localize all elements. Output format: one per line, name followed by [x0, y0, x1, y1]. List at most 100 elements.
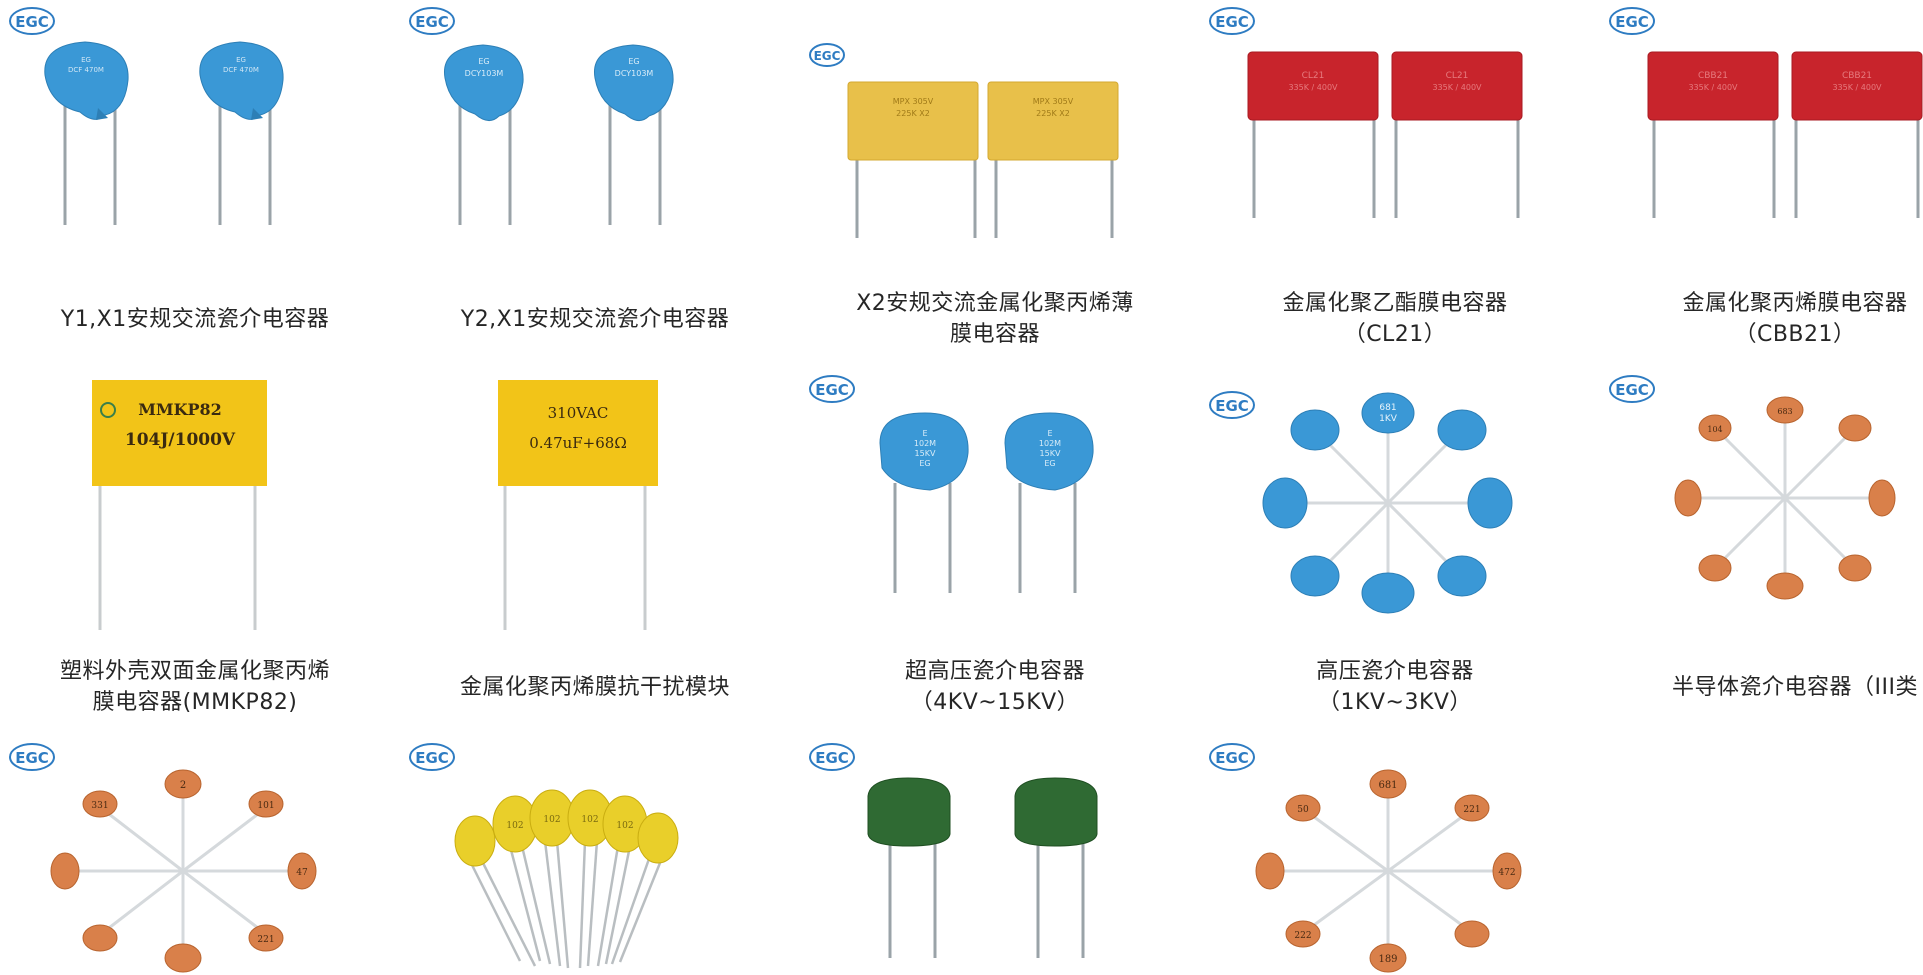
caption-line: （1KV~3KV） [1318, 690, 1472, 715]
marking-text: 104 [1707, 425, 1722, 434]
marking-text: 15KV [915, 449, 936, 458]
marking-text: 331 [91, 801, 108, 811]
logo-text: EGC [815, 749, 849, 767]
marking-text: 102M [1039, 439, 1061, 448]
product-card-radial-orange-2[interactable]: 681 472 221 222 189 50 EGC [1200, 736, 1600, 975]
product-image[interactable]: EG DCF 470M EG DCF 470M EGC [0, 0, 380, 275]
red-box-capacitor-pair-image: CL21 335K / 400V CL21 335K / 400V [1247, 51, 1523, 218]
product-image[interactable]: 102 102 102 102 EGC [400, 736, 780, 975]
radial-orange-capacitor-ring-image: 683 104 [1674, 396, 1896, 600]
caption-line: （CL21） [1343, 322, 1447, 347]
logo-text: EGC [15, 749, 49, 767]
marking-text: 1KV [1379, 414, 1398, 424]
caption-line: Y1,X1安规交流瓷介电容器 [60, 306, 330, 332]
caption-line: X2安规交流金属化聚丙烯薄 [856, 291, 1134, 316]
logo-text: EGC [415, 13, 449, 31]
radial-blue-capacitor-ring-image: 681 1KV [1262, 392, 1513, 614]
marking-text: 102 [581, 815, 598, 825]
product-caption[interactable]: 高压瓷介电容器 （1KV~3KV） [1200, 656, 1590, 718]
product-image[interactable]: E 102M 15KV EG E 102M 15KV EG EGC [800, 368, 1180, 643]
product-image[interactable]: MPX 305V 225K X2 MPX 305V 225K X2 EGC [800, 0, 1180, 275]
marking-text: 102M [914, 439, 936, 448]
product-card-radial-orange-1[interactable]: 2 101 47 221 331 EGC [0, 736, 400, 975]
product-card-cl21[interactable]: CL21 335K / 400V CL21 335K / 400V EGC 金属… [1200, 0, 1600, 368]
product-caption[interactable]: 半导体瓷介电容器（III类 [1600, 672, 1923, 703]
marking-text: CBB21 [1698, 71, 1728, 81]
marking-text: CL21 [1302, 71, 1325, 81]
product-image[interactable]: EG DCY103M EG DCY103M EGC [400, 0, 780, 275]
marking-text: DCY103M [465, 69, 504, 78]
marking-text: EG [1044, 459, 1055, 468]
logo-text: EGC [1215, 397, 1249, 415]
product-card-semiconductor-ceramic[interactable]: 683 104 EGC 半导体瓷介电容器（III类 [1600, 368, 1923, 736]
marking-text: 310VAC [548, 404, 609, 422]
product-card-uhv-ceramic[interactable]: E 102M 15KV EG E 102M 15KV EG EGC 超高压瓷介电… [800, 368, 1200, 736]
marking-text: EG [236, 56, 246, 64]
logo-text: EGC [1215, 749, 1249, 767]
caption-line: （4KV~15KV） [910, 690, 1080, 715]
marking-text: 681 [1379, 403, 1396, 413]
green-film-capacitor-pair-image [867, 777, 1098, 958]
product-image[interactable]: 681 472 221 222 189 50 EGC [1200, 736, 1580, 975]
product-card-mmkp82[interactable]: MMKP82 104J/1000V 塑料外壳双面金属化聚丙烯膜电容器(MMKP8… [0, 368, 400, 736]
egc-logo: EGC [8, 742, 58, 772]
product-card-yellow-dipped[interactable]: 102 102 102 102 EGC [400, 736, 800, 975]
marking-text: 50 [1297, 805, 1309, 815]
egc-logo: EGC [8, 6, 58, 36]
product-image[interactable]: CL21 335K / 400V CL21 335K / 400V EGC [1200, 0, 1580, 275]
marking-text: 221 [257, 935, 274, 945]
product-caption[interactable]: Y1,X1安规交流瓷介电容器 [0, 304, 390, 335]
marking-text: MMKP82 [138, 400, 222, 419]
product-caption[interactable]: 金属化聚乙酯膜电容器（CL21） [1200, 288, 1590, 350]
caption-line: 超高压瓷介电容器 [904, 659, 1085, 684]
caption-line: 膜电容器 [949, 322, 1040, 347]
product-image[interactable]: 310VAC 0.47uF+68Ω [400, 368, 780, 643]
egc-logo: EGC [1208, 6, 1258, 36]
marking-text: 101 [257, 801, 274, 811]
blue-disc-capacitor-pair-image: E 102M 15KV EG E 102M 15KV EG [879, 412, 1094, 593]
product-image[interactable]: 681 1KV EGC [1200, 368, 1580, 643]
product-caption[interactable]: 金属化聚丙烯膜抗干扰模块 [400, 672, 790, 703]
marking-text: CL21 [1446, 71, 1469, 81]
egc-logo: EGC [1208, 742, 1258, 772]
caption-line: 金属化聚丙烯膜抗干扰模块 [459, 674, 730, 700]
marking-text: 683 [1777, 407, 1792, 416]
marking-text: 102 [616, 821, 633, 831]
logo-text: EGC [1215, 13, 1249, 31]
logo-text: EGC [15, 13, 49, 31]
product-caption[interactable]: 塑料外壳双面金属化聚丙烯膜电容器(MMKP82) [0, 656, 390, 718]
egc-logo: EGC [808, 42, 848, 68]
product-card-green-film[interactable]: EGC [800, 736, 1200, 975]
product-card-hv-ceramic[interactable]: 681 1KV EGC 高压瓷介电容器 （1KV~3KV） [1200, 368, 1600, 736]
product-image[interactable]: 683 104 EGC [1600, 368, 1923, 643]
product-image[interactable]: EGC [800, 736, 1180, 975]
marking-text: 225K X2 [896, 109, 930, 118]
product-card-x2-film[interactable]: MPX 305V 225K X2 MPX 305V 225K X2 EGC X2… [800, 0, 1200, 368]
marking-text: 472 [1498, 868, 1515, 878]
product-card-y1-x1[interactable]: EG DCF 470M EG DCF 470M EGC Y1,X1安规交流瓷介电… [0, 0, 400, 368]
product-card-y2-x1[interactable]: EG DCY103M EG DCY103M EGC Y2,X1安规交流瓷介电容器 [400, 0, 800, 368]
product-caption[interactable]: X2安规交流金属化聚丙烯薄膜电容器 [800, 288, 1190, 350]
marking-text: EG [919, 459, 930, 468]
marking-text: 221 [1463, 805, 1480, 815]
blue-disc-capacitor-pair-image: EG DCF 470M EG DCF 470M [44, 41, 284, 225]
product-caption[interactable]: 超高压瓷介电容器 （4KV~15KV） [800, 656, 1190, 718]
egc-logo: EGC [408, 6, 458, 36]
marking-text: 104J/1000V [125, 430, 236, 450]
caption-line: 高压瓷介电容器 [1316, 659, 1474, 684]
marking-text: 222 [1294, 931, 1311, 941]
product-caption[interactable]: Y2,X1安规交流瓷介电容器 [400, 304, 790, 335]
product-card-cbb21[interactable]: CBB21 335K / 400V CBB21 335K / 400V EGC … [1600, 0, 1923, 368]
egc-logo: EGC [808, 742, 858, 772]
product-image[interactable]: 2 101 47 221 331 EGC [0, 736, 380, 975]
egc-logo: EGC [1608, 374, 1658, 404]
product-image[interactable]: MMKP82 104J/1000V [0, 368, 380, 643]
marking-text: 225K X2 [1036, 109, 1070, 118]
marking-text: 335K / 400V [1688, 83, 1738, 92]
product-caption[interactable]: 金属化聚丙烯膜电容器（CBB21） [1600, 288, 1923, 350]
logo-text: EGC [815, 381, 849, 399]
product-card-emi-module[interactable]: 310VAC 0.47uF+68Ω 金属化聚丙烯膜抗干扰模块 [400, 368, 800, 736]
marking-text: 335K / 400V [1432, 83, 1482, 92]
product-image[interactable]: CBB21 335K / 400V CBB21 335K / 400V EGC [1600, 0, 1923, 275]
logo-text: EGC [1615, 13, 1649, 31]
